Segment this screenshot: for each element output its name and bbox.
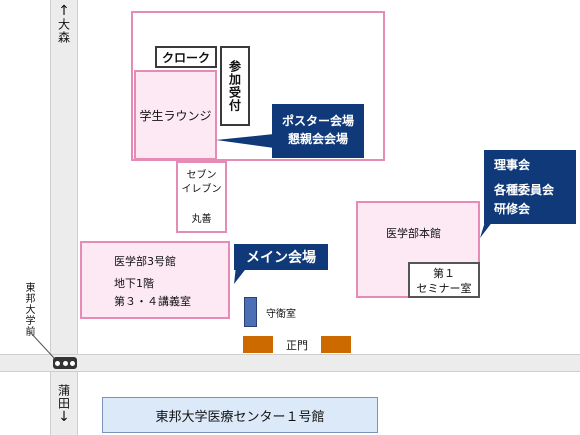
building-3-floor: 地下1階: [114, 277, 154, 290]
direction-omori-label: 大森: [56, 18, 71, 44]
direction-kamata-label: 蒲田: [56, 384, 71, 410]
seminar-line2: セミナー室: [416, 282, 472, 295]
main-gate-left-post: [243, 336, 273, 353]
board-line3: 研修会: [494, 202, 531, 216]
main-gate-label: 正門: [286, 339, 308, 352]
seminar-line1: 第１: [433, 267, 455, 280]
building-3-room: 第３・４講義室: [114, 295, 191, 308]
medical-main-building-label: 医学部本館: [386, 227, 441, 240]
upper-building-outline: [131, 11, 385, 161]
poster-line2: 懇親会会場: [287, 132, 348, 146]
building-3-name: 医学部3号館: [114, 255, 176, 268]
station-label: 東邦大学前: [23, 282, 34, 337]
guard-room-marker: [244, 297, 257, 327]
board-line1: 理事会: [494, 158, 531, 172]
down-arrow-icon: ↓: [58, 409, 70, 425]
poster-callout-pointer: [216, 134, 274, 148]
reception-label: 参加受付: [227, 60, 242, 112]
station-leader-line: [29, 331, 55, 359]
up-arrow-icon: ↑: [58, 3, 70, 19]
maruzen-label: 丸善: [191, 214, 212, 225]
reception-desk: 参加受付: [220, 46, 250, 126]
seven-eleven-maruzen: セブン イレブン 丸善: [176, 161, 227, 233]
seminar-room: 第１ セミナー室: [408, 262, 480, 298]
horizontal-road: [0, 354, 580, 372]
seven-eleven-label-bottom: イレブン: [181, 184, 222, 195]
board-meeting-callout: 理事会 各種委員会 研修会: [484, 150, 576, 224]
medical-main-building: 医学部本館 第１ セミナー室: [356, 201, 480, 298]
seven-eleven-label-top: セブン: [186, 170, 217, 181]
guard-room-label: 守衛室: [266, 309, 296, 320]
building-3: 医学部3号館 地下1階 第３・４講義室: [80, 241, 230, 319]
hospital-building: 東邦大学医療センター１号館: [102, 397, 378, 433]
main-venue-callout: メイン会場: [234, 244, 328, 270]
direction-omori: ↑ 大森: [52, 4, 76, 50]
train-dots-icon: [53, 357, 77, 369]
board-callout-pointer: [480, 212, 500, 238]
main-venue-pointer: [234, 266, 248, 284]
poster-venue-callout: ポスター会場 懇親会会場: [272, 104, 364, 158]
hospital-label: 東邦大学医療センター１号館: [155, 409, 325, 425]
student-lounge-label: 学生ラウンジ: [139, 108, 212, 123]
main-venue-label: メイン会場: [246, 250, 316, 266]
main-gate-right-post: [321, 336, 351, 353]
direction-kamata: 蒲田 ↓: [52, 384, 76, 434]
student-lounge: 学生ラウンジ: [134, 70, 217, 160]
cloak-room: クローク: [155, 46, 217, 68]
poster-line1: ポスター会場: [281, 114, 354, 128]
cloak-label: クローク: [161, 50, 210, 65]
board-line2: 各種委員会: [494, 183, 555, 197]
